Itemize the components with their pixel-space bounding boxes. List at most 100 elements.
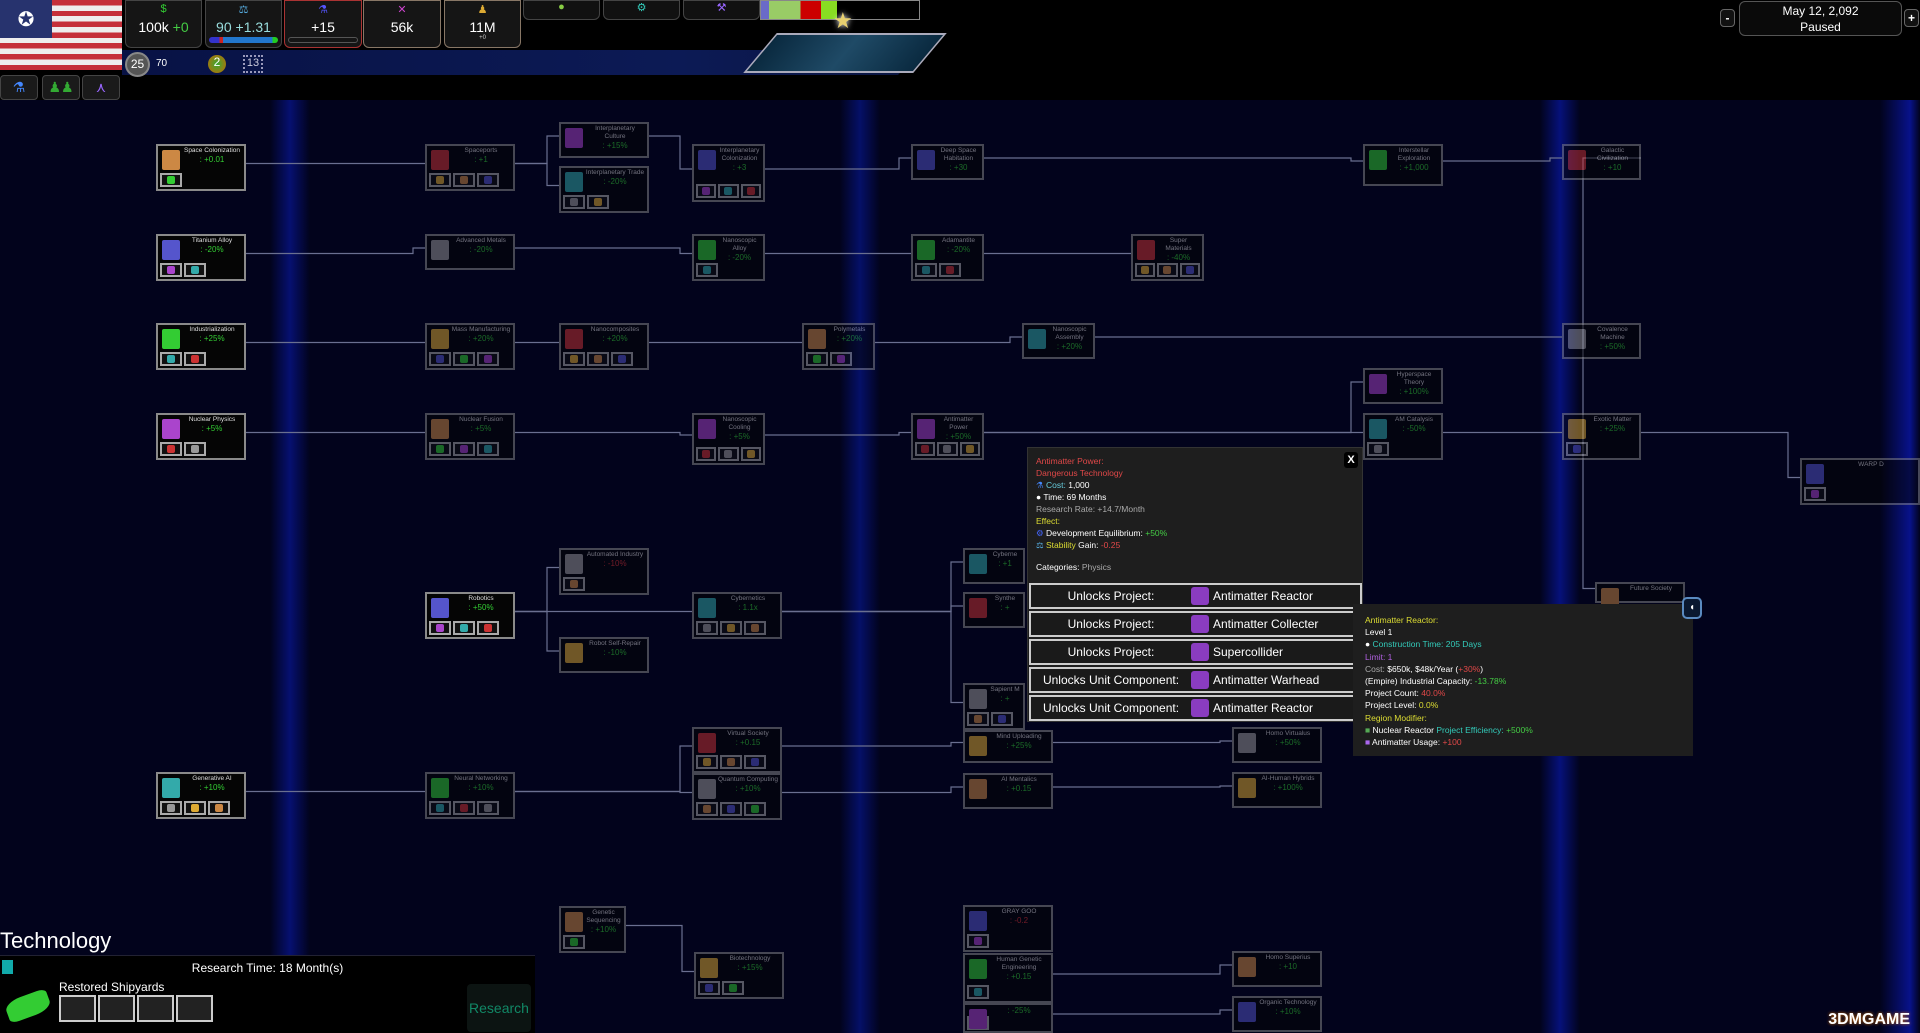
tech-node[interactable]: Industrialization: +25%: [156, 323, 246, 370]
pyramid-icon[interactable]: [563, 195, 585, 209]
crate-icon[interactable]: [477, 352, 499, 366]
tech-node[interactable]: Exotic Matter: +25%: [1562, 413, 1641, 460]
tech-node[interactable]: Robot Self-Repair: -10%: [559, 637, 649, 673]
building-icon[interactable]: [429, 801, 451, 815]
tech-node[interactable]: Quantum Computing: +10%: [692, 773, 782, 820]
tech-node[interactable]: Nanoscopic Assembly: +20%: [1022, 323, 1095, 359]
badge-b[interactable]: 13: [243, 55, 263, 73]
tech-node[interactable]: Mind Uploading: +25%: [963, 730, 1053, 763]
reactor-icon[interactable]: [696, 447, 717, 461]
factory-icon[interactable]: [1157, 263, 1178, 277]
tech-node[interactable]: Nanoscopic Cooling: +5%: [692, 413, 765, 465]
engine-icon[interactable]: [98, 995, 135, 1022]
tech-node[interactable]: GRAY GOO: -0.2: [963, 905, 1053, 952]
tech-node[interactable]: AM Catalysis: -50%: [1363, 413, 1443, 460]
share-icon[interactable]: [744, 755, 766, 769]
speed-down-button[interactable]: -: [1720, 9, 1735, 27]
gears-icon[interactable]: [830, 352, 852, 366]
cubes-icon[interactable]: [587, 352, 609, 366]
tech-node[interactable]: Automated Industry: -10%: [559, 548, 649, 595]
brain-icon[interactable]: [967, 712, 989, 726]
drop-icon[interactable]: [740, 184, 761, 198]
cubes-icon[interactable]: [453, 352, 475, 366]
x-icon[interactable]: [696, 184, 717, 198]
boot-icon[interactable]: [563, 352, 585, 366]
crate-icon[interactable]: [184, 352, 206, 366]
tech-node[interactable]: Neural Networking: +10%: [425, 772, 515, 819]
ring-icon[interactable]: [1804, 487, 1826, 501]
server-icon[interactable]: [720, 802, 742, 816]
core-icon[interactable]: [477, 442, 499, 456]
tech-node[interactable]: Covalence Machine: +50%: [1562, 323, 1641, 359]
tech-node[interactable]: Virtual Society: +0.15: [692, 727, 782, 773]
resource-stability[interactable]: ⚖90 +1.31: [205, 0, 282, 48]
tech-node[interactable]: Homo Superius: +10: [1232, 951, 1322, 987]
helmet-icon[interactable]: [718, 447, 739, 461]
tech-node[interactable]: Organic Technology: +10%: [1232, 996, 1322, 1032]
unlock-row[interactable]: Unlocks Project:Supercollider: [1029, 639, 1362, 665]
factory-icon[interactable]: [160, 352, 182, 366]
resource-money[interactable]: $100k +0: [125, 0, 202, 48]
tech-node[interactable]: Adamantite: -20%: [911, 234, 984, 281]
ring-icon[interactable]: [587, 195, 609, 209]
dna-icon[interactable]: [563, 935, 585, 949]
unlock-row[interactable]: Unlocks Unit Component:Antimatter Reacto…: [1029, 695, 1362, 721]
resource-population[interactable]: ♟11M+0: [444, 0, 521, 48]
barrel-icon[interactable]: [184, 442, 206, 456]
gear-button[interactable]: ⚙: [603, 0, 680, 20]
tech-node[interactable]: Nanocomposites: +20%: [559, 323, 649, 370]
reactor-icon[interactable]: [915, 442, 936, 456]
tech-node[interactable]: Biotechnology: +15%: [694, 952, 784, 999]
tool-research[interactable]: ⚗: [0, 75, 38, 100]
panel-icon[interactable]: [59, 995, 96, 1022]
tech-node[interactable]: Future Society: [1595, 582, 1685, 608]
brain-icon[interactable]: [991, 712, 1013, 726]
factory-icon[interactable]: [563, 577, 585, 591]
tech-node[interactable]: Generative AI: +10%: [156, 772, 246, 819]
server-icon[interactable]: [696, 802, 718, 816]
unlock-row[interactable]: Unlocks Project:Antimatter Collecter: [1029, 611, 1362, 637]
tech-node[interactable]: AI-Human Hybrids: +100%: [1232, 772, 1322, 808]
star-icon[interactable]: [939, 263, 961, 277]
crate-icon[interactable]: [160, 263, 182, 277]
hammer-button[interactable]: ⚒: [683, 0, 760, 20]
habitat-icon[interactable]: [160, 173, 182, 187]
tech-node[interactable]: Hyperspace Theory: +100%: [1363, 368, 1443, 404]
dna-icon[interactable]: [967, 985, 989, 999]
monitor-icon[interactable]: [208, 801, 230, 815]
factory-icon[interactable]: [1566, 442, 1588, 456]
cube-icon[interactable]: [744, 802, 766, 816]
reactor-icon[interactable]: [429, 442, 451, 456]
dna-icon[interactable]: [698, 981, 720, 995]
tech-node[interactable]: Polymetals: +20%: [802, 323, 875, 370]
tech-node[interactable]: Interplanetary Culture: +15%: [559, 122, 649, 158]
gear-icon[interactable]: [160, 801, 182, 815]
tech-node[interactable]: Human Genetic Engineering: +0.15: [963, 953, 1053, 1003]
person-icon[interactable]: [160, 442, 182, 456]
close-button[interactable]: X: [1344, 452, 1358, 468]
tech-node[interactable]: : -25%: [963, 1003, 1053, 1033]
tech-node[interactable]: Cybernetics: 1.1x: [692, 592, 782, 639]
gears-icon[interactable]: [744, 621, 766, 635]
lattice-icon[interactable]: [1135, 263, 1156, 277]
ship-icon[interactable]: [137, 995, 174, 1022]
collider-icon[interactable]: [1367, 442, 1389, 456]
tech-node[interactable]: Nuclear Fusion: +5%: [425, 413, 515, 460]
factory-icon[interactable]: [915, 263, 937, 277]
drop-icon[interactable]: [967, 934, 989, 948]
tech-node[interactable]: Mass Manufacturing: +20%: [425, 323, 515, 370]
dna-icon[interactable]: [722, 981, 744, 995]
resource-military[interactable]: ✕56k: [363, 0, 441, 48]
tech-node[interactable]: Nanoscopic Alloy: -20%: [692, 234, 765, 281]
tech-node[interactable]: Homo Virtualus: +50%: [1232, 727, 1322, 763]
clock-icon[interactable]: [696, 755, 718, 769]
ship-icon[interactable]: [453, 173, 475, 187]
globe-button[interactable]: ●: [523, 0, 600, 20]
factory-icon[interactable]: [453, 621, 475, 635]
hammer-icon[interactable]: [611, 352, 633, 366]
tech-node[interactable]: Synthe: +: [963, 592, 1025, 628]
tech-node[interactable]: Nuclear Physics: +5%: [156, 413, 246, 460]
star-icon[interactable]: [184, 263, 206, 277]
star-icon[interactable]: [696, 263, 718, 277]
